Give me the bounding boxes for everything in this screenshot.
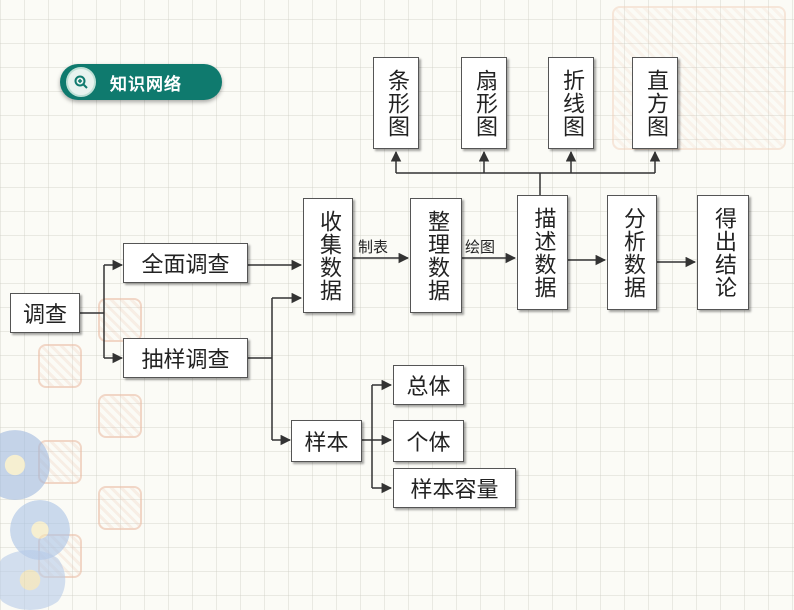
diagram-connectors	[80, 150, 697, 494]
node-organize-data: 整理数据	[410, 198, 462, 313]
node-analyze-data: 分析数据	[607, 195, 657, 310]
section-title: 知识网络	[110, 74, 182, 95]
node-population: 总体	[393, 365, 464, 405]
node-collect-data: 收集数据	[303, 198, 353, 313]
node-individual: 个体	[393, 420, 464, 462]
magnifier-icon	[66, 67, 96, 97]
node-sample-survey: 抽样调查	[123, 338, 248, 378]
node-draw-conclusion: 得出结论	[697, 195, 749, 310]
node-line-chart: 折线图	[548, 57, 594, 149]
node-histogram: 直方图	[632, 57, 678, 149]
node-full-survey: 全面调查	[123, 243, 248, 283]
node-sample-size: 样本容量	[393, 468, 516, 508]
section-badge: 知识网络	[60, 64, 222, 100]
node-survey: 调查	[10, 293, 80, 333]
edge-label-make-table: 制表	[358, 238, 389, 256]
node-pie-chart: 扇形图	[461, 57, 507, 149]
node-sample: 样本	[291, 420, 362, 462]
node-bar-chart: 条形图	[373, 57, 419, 149]
node-describe-data: 描述数据	[517, 195, 568, 310]
edge-label-draw-chart: 绘图	[465, 238, 496, 256]
